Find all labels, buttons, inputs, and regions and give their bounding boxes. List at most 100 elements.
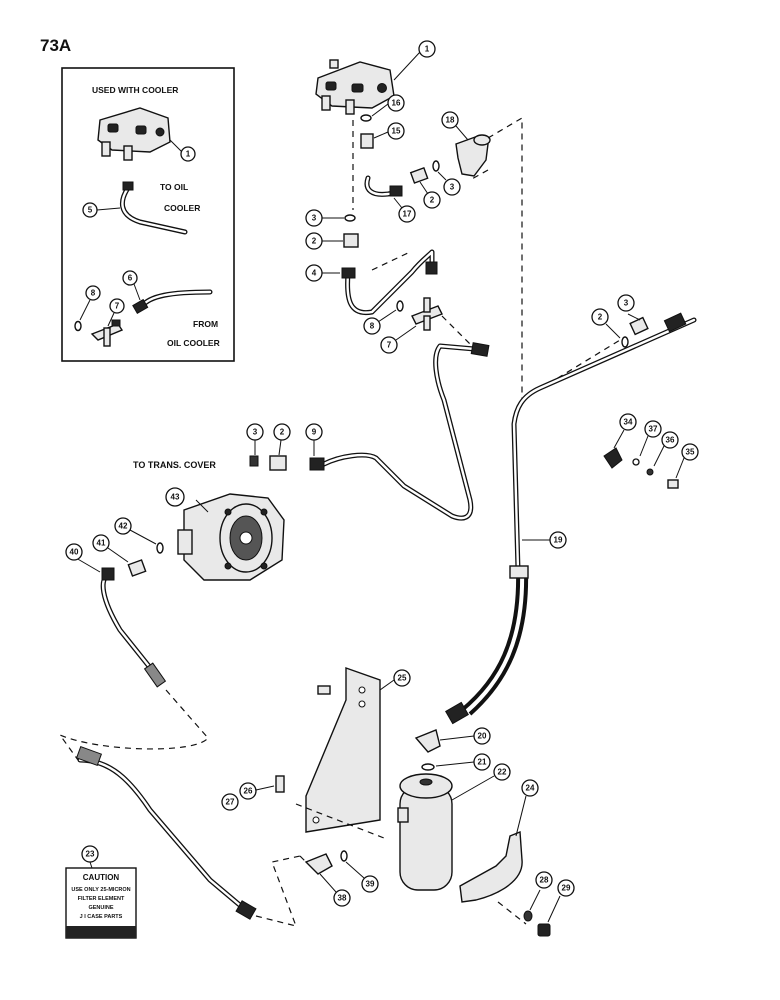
caution-line-1: USE ONLY 25-MICRON [71, 887, 130, 893]
o-ring-3-left [344, 214, 356, 222]
washer-37 [632, 458, 640, 466]
callout-22: 22 [493, 763, 511, 781]
o-ring-16 [360, 114, 372, 122]
filter-22 [397, 773, 453, 891]
callout-5-inset: 5 [82, 202, 98, 218]
hidden-line-elbow-2 [469, 169, 489, 181]
callout-20: 20 [473, 727, 491, 745]
callout-2-top: 2 [423, 191, 441, 209]
o-ring-39 [340, 850, 348, 862]
bolt-26 [275, 775, 285, 793]
svg-text:2: 2 [598, 313, 603, 322]
callout-37: 37 [644, 420, 662, 438]
callout-41: 41 [92, 534, 110, 552]
callout-17: 17 [398, 205, 416, 223]
svg-text:3: 3 [253, 428, 258, 437]
svg-text:43: 43 [171, 493, 180, 502]
hidden-line-bracket [295, 803, 385, 839]
svg-text:26: 26 [244, 787, 253, 796]
svg-text:34: 34 [624, 418, 633, 427]
callout-43: 43 [165, 487, 185, 507]
callout-39: 39 [361, 875, 379, 893]
callout-7: 7 [380, 336, 398, 354]
trans-cover-label: TO TRANS. COVER [133, 460, 216, 470]
hidden-line-tee [441, 315, 471, 345]
svg-text:39: 39 [366, 880, 375, 889]
svg-text:22: 22 [498, 768, 507, 777]
callout-27: 27 [221, 793, 239, 811]
svg-text:4: 4 [312, 269, 317, 278]
caution-heading: CAUTION [83, 873, 120, 882]
callout-2-right: 3 [617, 294, 635, 312]
bolt-25 [317, 685, 331, 695]
svg-text:19: 19 [554, 536, 563, 545]
caution-line-2: FILTER ELEMENT [78, 896, 125, 902]
o-ring-8 [396, 300, 404, 312]
bracket-25 [305, 667, 381, 833]
callout-4: 4 [305, 264, 323, 282]
callout-28: 28 [535, 871, 553, 889]
svg-text:35: 35 [686, 448, 695, 457]
o-ring-3-trans [249, 455, 259, 467]
svg-text:28: 28 [540, 876, 549, 885]
tee-7 [411, 297, 443, 331]
callout-42: 42 [114, 517, 132, 535]
callout-36: 36 [661, 431, 679, 449]
lock-washer-36 [646, 468, 654, 476]
elbow-20 [414, 729, 441, 753]
washer-28 [523, 910, 533, 922]
nut-29 [537, 923, 551, 937]
callout-8-inset: 8 [85, 285, 101, 301]
fitting-2-trans [269, 455, 287, 471]
svg-text:7: 7 [387, 341, 392, 350]
svg-text:3: 3 [312, 214, 317, 223]
hidden-line-elbow [487, 116, 621, 402]
o-ring-3-top [432, 160, 440, 172]
fitting-38 [304, 853, 333, 875]
svg-text:8: 8 [370, 322, 375, 331]
svg-text:23: 23 [86, 850, 95, 859]
callout-40: 40 [65, 543, 83, 561]
fitting-2-left [343, 233, 359, 248]
clip-34 [603, 447, 623, 469]
hidden-line-clamp [497, 901, 527, 925]
inset-title: USED WITH COOLER [92, 85, 178, 95]
fitting-2-top [409, 167, 429, 184]
callout-19: 19 [549, 531, 567, 549]
svg-text:27: 27 [226, 798, 235, 807]
fitting-41 [127, 559, 147, 577]
callout-15: 15 [387, 122, 405, 140]
o-ring-42 [156, 542, 164, 554]
inset-border [61, 67, 235, 362]
callout-23: 23 [81, 845, 99, 863]
callout-24: 24 [521, 779, 539, 797]
svg-text:5: 5 [88, 206, 93, 215]
svg-text:17: 17 [403, 210, 412, 219]
callout-9: 9 [305, 423, 323, 441]
from-oil-label-2: OIL COOLER [167, 338, 220, 348]
svg-text:41: 41 [97, 539, 106, 548]
svg-text:18: 18 [446, 116, 455, 125]
callout-21: 21 [473, 753, 491, 771]
svg-text:15: 15 [392, 127, 401, 136]
svg-text:25: 25 [398, 674, 407, 683]
inset-valve [97, 107, 171, 161]
tube-4 [345, 249, 435, 316]
svg-text:36: 36 [666, 436, 675, 445]
callout-7-inset: 7 [109, 298, 125, 314]
svg-text:8: 8 [91, 289, 96, 298]
svg-text:7: 7 [115, 302, 120, 311]
tube-9 [321, 343, 489, 521]
hidden-line-bottom [255, 855, 301, 927]
svg-text:6: 6 [128, 274, 133, 283]
svg-text:3: 3 [624, 299, 629, 308]
svg-text:1: 1 [425, 45, 430, 54]
hidden-line-38 [299, 855, 307, 863]
callout-3-top: 3 [443, 178, 461, 196]
callout-18: 18 [441, 111, 459, 129]
caution-line-4: J I CASE PARTS [80, 914, 123, 920]
callout-2-trans: 2 [273, 423, 291, 441]
svg-text:2: 2 [430, 196, 435, 205]
callout-1: 1 [418, 40, 436, 58]
callout-38: 38 [333, 889, 351, 907]
